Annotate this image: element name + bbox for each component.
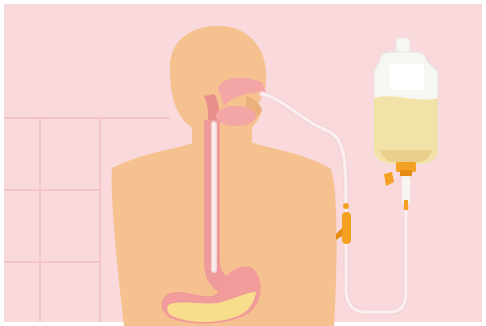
mouth-cavity: [216, 106, 256, 126]
